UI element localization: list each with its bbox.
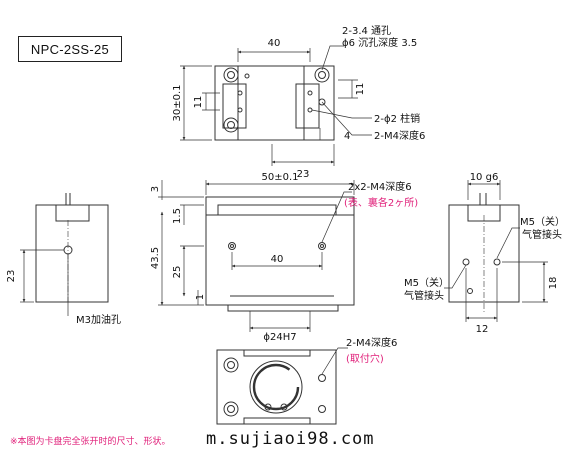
front-view-hole <box>228 242 236 250</box>
top-view-body <box>214 65 335 141</box>
right-view <box>444 180 548 322</box>
model-label: NPC-2SS-25 <box>18 36 122 62</box>
top-view-hole <box>314 67 330 83</box>
front-top-dim: 3 <box>150 186 161 192</box>
mount-hole <box>223 401 239 417</box>
right-width-dim: 10 g6 <box>470 172 499 183</box>
mount-hole <box>223 357 239 373</box>
front-height-dim: 43.5 <box>150 247 161 269</box>
bore-circle <box>249 360 303 414</box>
port-label-b: M5（关） <box>404 276 449 289</box>
air-port-circle <box>493 258 501 266</box>
left-view-body <box>35 204 109 303</box>
pin-circle <box>237 107 243 113</box>
port-label-a: M5（关） <box>520 215 565 228</box>
note-tap-front-sub: (表、裏各2ヶ所) <box>344 196 418 209</box>
left-view <box>20 193 109 316</box>
front-dim-1-5: 1.5 <box>172 208 183 224</box>
right-height-dim: 18 <box>548 277 559 290</box>
front-inner-dim: 40 <box>271 254 284 265</box>
front-view-body <box>205 196 355 306</box>
front-view-jaw-top <box>217 204 337 216</box>
top-bottom-dim: 23 <box>297 169 310 180</box>
top-height-dim: 30±0.1 <box>172 84 183 121</box>
footer-note: ※本图为卡盘完全张开时的尺寸、形状。 <box>10 437 171 447</box>
note-tap-bottom-sub: (取付穴) <box>346 352 384 365</box>
pin-circle <box>307 107 313 113</box>
note-tap-top: 2-M4深度6 <box>374 129 425 142</box>
front-dim-1: 1 <box>195 294 206 300</box>
top-view-hole <box>223 67 239 83</box>
port-label-b-sub: 气管接头 <box>404 289 444 302</box>
top-inner-dim: 11 <box>193 96 204 109</box>
note-tap-bottom: 2-M4深度6 <box>346 336 397 349</box>
top-width-dim: 40 <box>268 38 281 49</box>
top-view-hole <box>223 117 239 133</box>
front-width-dim: 50±0.1 <box>261 172 298 183</box>
right-bottom-dim: 12 <box>476 324 489 335</box>
air-port-circle <box>462 258 470 266</box>
watermark: m.sujiaoi98.com <box>206 429 375 449</box>
bore-dim: ϕ24H7 <box>263 332 296 343</box>
top-right-dim: 11 <box>355 83 366 96</box>
top-view-right-jaw <box>295 83 320 129</box>
bottom-view <box>216 347 348 425</box>
front-dim-25: 25 <box>172 266 183 279</box>
note-through-holes: 2-3.4 通孔 <box>342 25 391 37</box>
note-oil-hole: M3加油孔 <box>76 313 121 326</box>
mount-tap <box>318 374 326 382</box>
pin-circle <box>237 90 243 96</box>
note-counterbore: ϕ6 沉孔深度 3.5 <box>342 36 417 49</box>
front-view-hole <box>318 242 326 250</box>
pin-circle <box>307 90 313 96</box>
port-label-a-sub: 气管接头 <box>522 228 562 241</box>
left-height-dim: 23 <box>6 270 17 283</box>
mount-tap <box>318 405 326 413</box>
note-pins: 2-ϕ2 柱销 <box>374 112 420 125</box>
front-view <box>158 180 355 332</box>
top-view <box>180 45 372 166</box>
top-view-left-jaw <box>222 83 247 129</box>
top-small-dim: 4 <box>344 131 350 142</box>
note-tap-front: 2x2-M4深度6 <box>348 180 412 193</box>
tap-circle <box>318 98 326 106</box>
